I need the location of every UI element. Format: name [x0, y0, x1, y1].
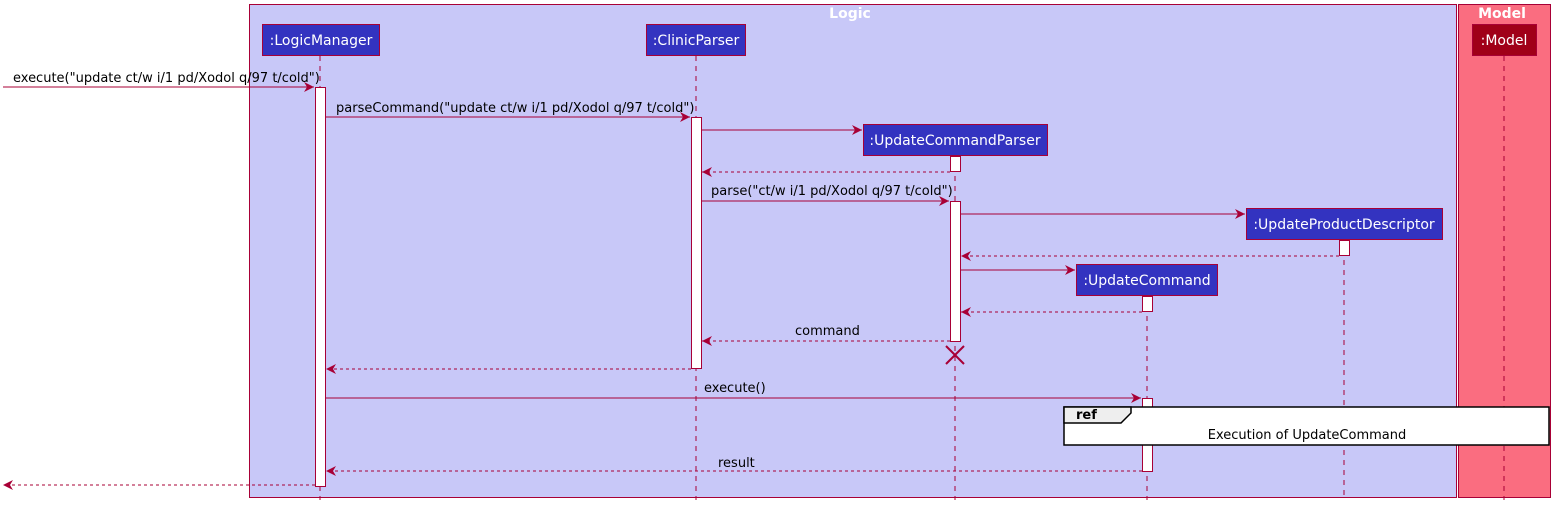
- message-parse-label: parse("ct/w i/1 pd/Xodol q/97 t/cold"): [711, 184, 953, 199]
- ref-frame-tag-label: ref: [1076, 408, 1097, 423]
- activation-update-command-parser-1: [950, 156, 961, 172]
- ref-frame-label: Execution of UpdateCommand: [1208, 428, 1407, 443]
- participant-model: [1472, 24, 1537, 56]
- participant-clinic-parser-label: :ClinicParser: [653, 33, 740, 49]
- message-execute-input-label: execute("update ct/w i/1 pd/Xodol q/97 t…: [13, 71, 320, 86]
- message-execute-label: execute(): [704, 381, 766, 396]
- activation-logic-manager: [315, 87, 326, 487]
- ref-frame: [1063, 406, 1550, 446]
- activation-clinic-parser: [691, 117, 702, 369]
- destroy-marker: [945, 345, 965, 365]
- message-result-label: result: [718, 456, 755, 471]
- participant-update-command-parser: [863, 124, 1048, 156]
- participant-clinic-parser: [646, 24, 746, 56]
- participant-update-product-descriptor: [1246, 208, 1443, 240]
- ref-frame-tag: [1063, 406, 1132, 424]
- participant-model-label: :Model: [1481, 33, 1528, 49]
- participant-logic-manager: [262, 24, 380, 56]
- activation-update-command-parser-2: [950, 201, 961, 342]
- logic-box-title: Logic: [829, 6, 871, 22]
- message-command-return-label: command: [795, 324, 860, 339]
- participant-update-product-descriptor-label: :UpdateProductDescriptor: [1253, 217, 1435, 233]
- participant-update-command: [1076, 264, 1218, 296]
- participant-update-command-parser-label: :UpdateCommandParser: [869, 133, 1040, 149]
- activation-update-product-descriptor: [1339, 240, 1350, 256]
- participant-update-command-label: :UpdateCommand: [1083, 273, 1210, 289]
- message-parse-command-label: parseCommand("update ct/w i/1 pd/Xodol q…: [336, 101, 694, 116]
- model-box-title: Model: [1478, 6, 1526, 22]
- activation-update-command-1: [1142, 296, 1153, 312]
- participant-logic-manager-label: :LogicManager: [270, 33, 373, 49]
